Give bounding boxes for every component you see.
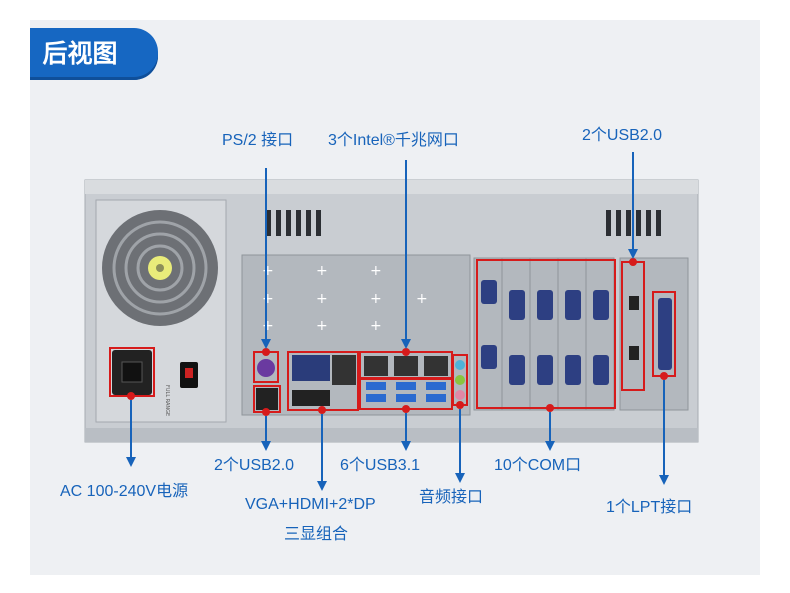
- label-audio: 音频接口: [419, 489, 484, 506]
- title-badge: [30, 28, 158, 80]
- label-video-line1: VGA+HDMI+2*DP: [245, 496, 376, 513]
- red-markers: [127, 258, 668, 416]
- top-vents: [266, 210, 661, 236]
- lan-ports-icon: [364, 356, 448, 376]
- chassis-bottom-lip: [85, 428, 698, 442]
- svg-text:+: +: [370, 318, 382, 334]
- svg-text:+: +: [370, 263, 382, 279]
- label-video-line2: 三显组合: [284, 526, 349, 543]
- label-ps2: PS/2 接口: [222, 132, 294, 149]
- ps2-port-icon: [257, 359, 275, 377]
- chassis-top-lip: [85, 180, 698, 194]
- usb31-ports-icon: [366, 382, 446, 402]
- blank-plate-screws: + + + + + + + + + +: [262, 263, 428, 334]
- lpt-port-icon: [658, 298, 672, 370]
- label-com: 10个COM口: [494, 457, 582, 474]
- svg-text:+: +: [262, 318, 274, 334]
- svg-text:+: +: [262, 263, 274, 279]
- label-usb-top: 2个USB2.0: [582, 127, 663, 144]
- svg-text:+: +: [416, 291, 428, 307]
- dp-port-icon: [332, 355, 356, 385]
- svg-text:+: +: [316, 263, 328, 279]
- svg-text:+: +: [316, 318, 328, 334]
- svg-text:+: +: [262, 291, 274, 307]
- svg-text:+: +: [316, 291, 328, 307]
- audio-jacks-icon: [455, 360, 465, 400]
- label-usb-bottom: 2个USB2.0: [214, 457, 295, 474]
- svg-text:+: +: [370, 291, 382, 307]
- label-usb31: 6个USB3.1: [340, 457, 421, 474]
- usb2-front-icon: [629, 296, 639, 310]
- usb2-rear-icon: [256, 388, 278, 410]
- label-power: AC 100-240V电源: [60, 483, 189, 500]
- label-lan: 3个Intel®千兆网口: [328, 132, 459, 149]
- hdmi-port-icon: [292, 390, 330, 406]
- pci-slot-dividers: [501, 258, 587, 410]
- vga-port-icon: [292, 355, 330, 381]
- com-ports-icon: [481, 280, 609, 385]
- page-title: 后视图: [42, 39, 118, 68]
- psu-sticker-text: FULL RANGE: [164, 385, 170, 416]
- label-lpt: 1个LPT接口: [606, 499, 693, 516]
